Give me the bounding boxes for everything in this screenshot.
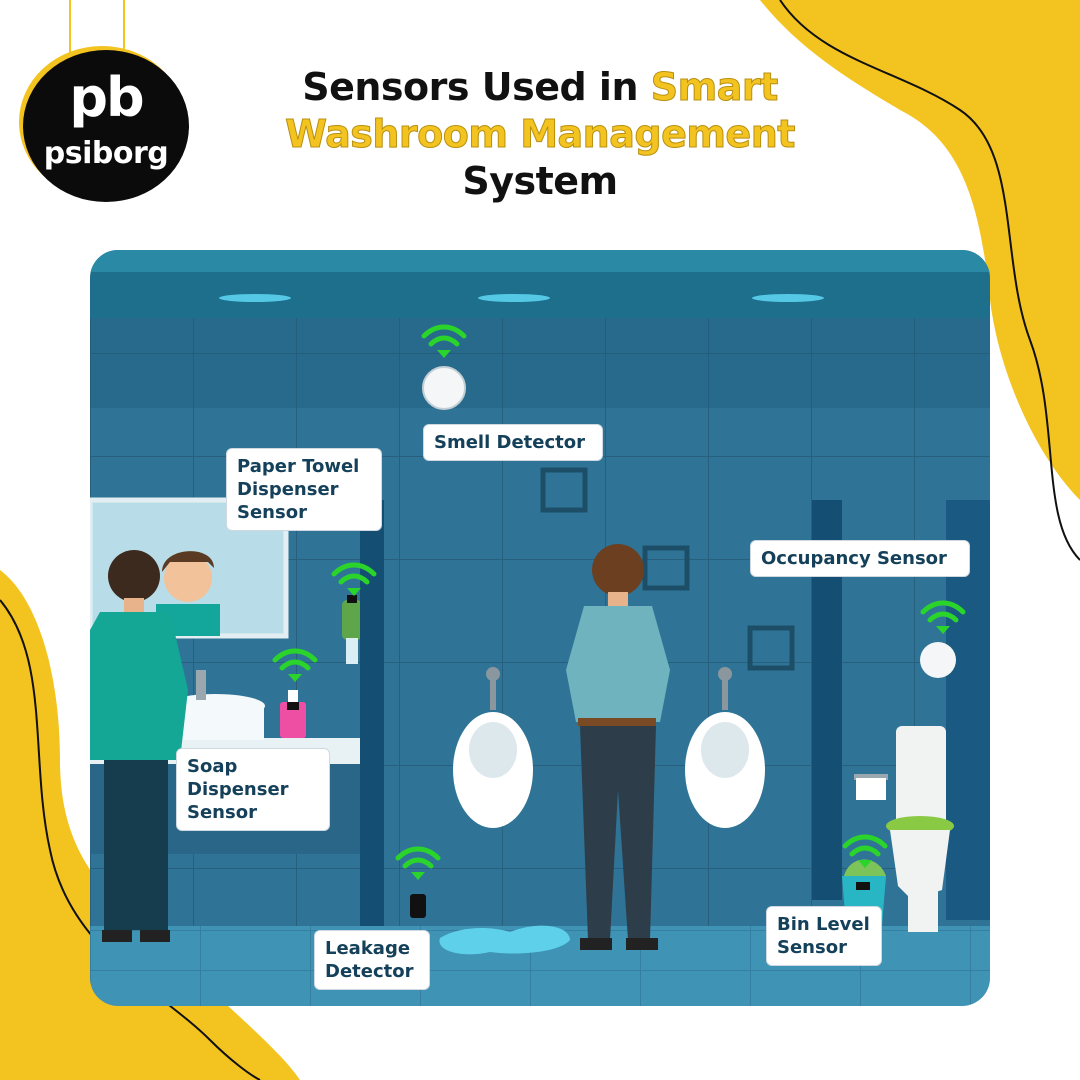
yellow-blob-bottom-left	[0, 570, 300, 1080]
label-leakage-line-1: Leakage	[325, 938, 411, 959]
mirror-reflection-hair	[162, 551, 214, 572]
label-leakage-line-2: Detector	[325, 961, 414, 982]
label-occupancy-text: Occupancy Sensor	[761, 548, 947, 569]
title-line-1: Sensors Used in Smart	[200, 64, 880, 111]
man-at-urinal-neck	[608, 592, 628, 606]
man-at-urinal-legs	[580, 726, 656, 940]
label-paper-towel-line-1: Paper Towel	[237, 456, 360, 477]
occupancy-sensor-device	[920, 642, 956, 678]
wall-square-1	[540, 467, 588, 513]
title-line-3: System	[462, 159, 618, 203]
wifi-signal-icon-bin	[842, 834, 888, 868]
ceiling-light-2	[478, 294, 550, 302]
label-paper-towel-sensor: Paper Towel Dispenser Sensor	[226, 448, 382, 531]
paper-towel-dispenser	[342, 600, 362, 640]
ceiling-light-1	[219, 294, 291, 302]
wifi-signal-icon-smell	[421, 324, 467, 358]
page-title: Sensors Used in Smart Washroom Managemen…	[200, 64, 880, 205]
label-soap-line-3: Sensor	[187, 802, 257, 823]
wifi-signal-icon-occupancy	[920, 600, 966, 634]
man-at-urinal-shoe-right	[626, 938, 658, 950]
wifi-signal-icon-leakage	[395, 846, 441, 880]
ceiling-light-3	[752, 294, 824, 302]
label-smell-detector: Smell Detector	[423, 424, 603, 461]
logo-mark: pb	[69, 66, 144, 129]
yellow-blob-top-right	[760, 0, 1080, 500]
urinal-right-bowl	[701, 722, 749, 778]
smell-detector-device	[422, 366, 466, 410]
label-bin-level-sensor: Bin Level Sensor	[766, 906, 882, 966]
wifi-signal-icon-soap	[272, 648, 318, 682]
label-paper-towel-line-2: Dispenser	[237, 479, 339, 500]
curve-line-bottom-left	[0, 599, 261, 1080]
title-line-1-highlight: Smart	[650, 65, 779, 110]
man-at-urinal-head	[592, 544, 644, 596]
man-at-urinal-torso	[566, 606, 670, 722]
ceiling-strip	[90, 250, 990, 272]
man-at-sink-shoe-right	[140, 930, 170, 942]
man-at-sink-neck	[124, 598, 144, 612]
logo-text: psiborg	[43, 136, 169, 171]
toilet-tank	[896, 726, 946, 826]
wall-square-2	[642, 545, 690, 591]
toilet-bowl	[890, 830, 950, 900]
curve-line-top-right	[779, 0, 1080, 561]
label-occupancy-sensor: Occupancy Sensor	[750, 540, 970, 577]
label-bin-level-line-1: Bin Level	[777, 914, 870, 935]
man-at-urinal-belt	[578, 718, 656, 726]
urinal-left-valve	[486, 667, 500, 681]
label-leakage-detector: Leakage Detector	[314, 930, 430, 990]
label-paper-towel-line-3: Sensor	[237, 502, 307, 523]
wall-upper-band	[90, 318, 990, 408]
label-soap-dispenser-sensor: Soap Dispenser Sensor	[176, 748, 330, 831]
urinal-right-pipe	[722, 670, 728, 710]
washroom-illustration: Smell Detector Paper Towel Dispenser Sen…	[90, 250, 990, 1006]
bin-level-sensor-device	[856, 882, 870, 890]
urinal-left-bowl	[469, 722, 517, 778]
man-at-sink-torso	[90, 612, 188, 760]
man-at-urinal-shoe-left	[580, 938, 612, 950]
faucet	[196, 670, 206, 700]
water-leak-puddle	[439, 925, 570, 955]
wifi-signal-icon-paper-towel	[331, 562, 377, 596]
man-at-sink-head	[108, 550, 160, 602]
label-soap-line-2: Dispenser	[187, 779, 289, 800]
wall-square-3	[747, 625, 795, 671]
paper-towel	[346, 638, 358, 664]
man-at-sink-legs	[104, 760, 168, 930]
toilet-base	[908, 890, 938, 932]
toilet-paper-holder	[854, 774, 888, 780]
label-soap-line-1: Soap	[187, 756, 238, 777]
psiborg-logo: pb psiborg	[23, 50, 189, 202]
title-line-2-highlight: Washroom Management	[285, 112, 796, 157]
urinal-left-pipe	[490, 670, 496, 710]
toilet-paper-roll	[856, 778, 886, 800]
soap-dispenser-pump	[288, 690, 298, 702]
label-bin-level-line-2: Sensor	[777, 937, 847, 958]
soap-dispenser-bottle	[280, 702, 306, 738]
title-line-1-text: Sensors Used in	[302, 65, 651, 109]
mirror-reflection-head	[164, 554, 212, 602]
urinal-right-valve	[718, 667, 732, 681]
washroom-scene-art	[90, 250, 990, 1006]
label-smell-detector-text: Smell Detector	[434, 432, 586, 453]
man-at-sink-shoe-left	[102, 930, 132, 942]
leakage-detector-device	[410, 894, 426, 918]
soap-sensor-dot	[287, 702, 299, 710]
paper-towel-sensor-dot	[347, 595, 357, 603]
